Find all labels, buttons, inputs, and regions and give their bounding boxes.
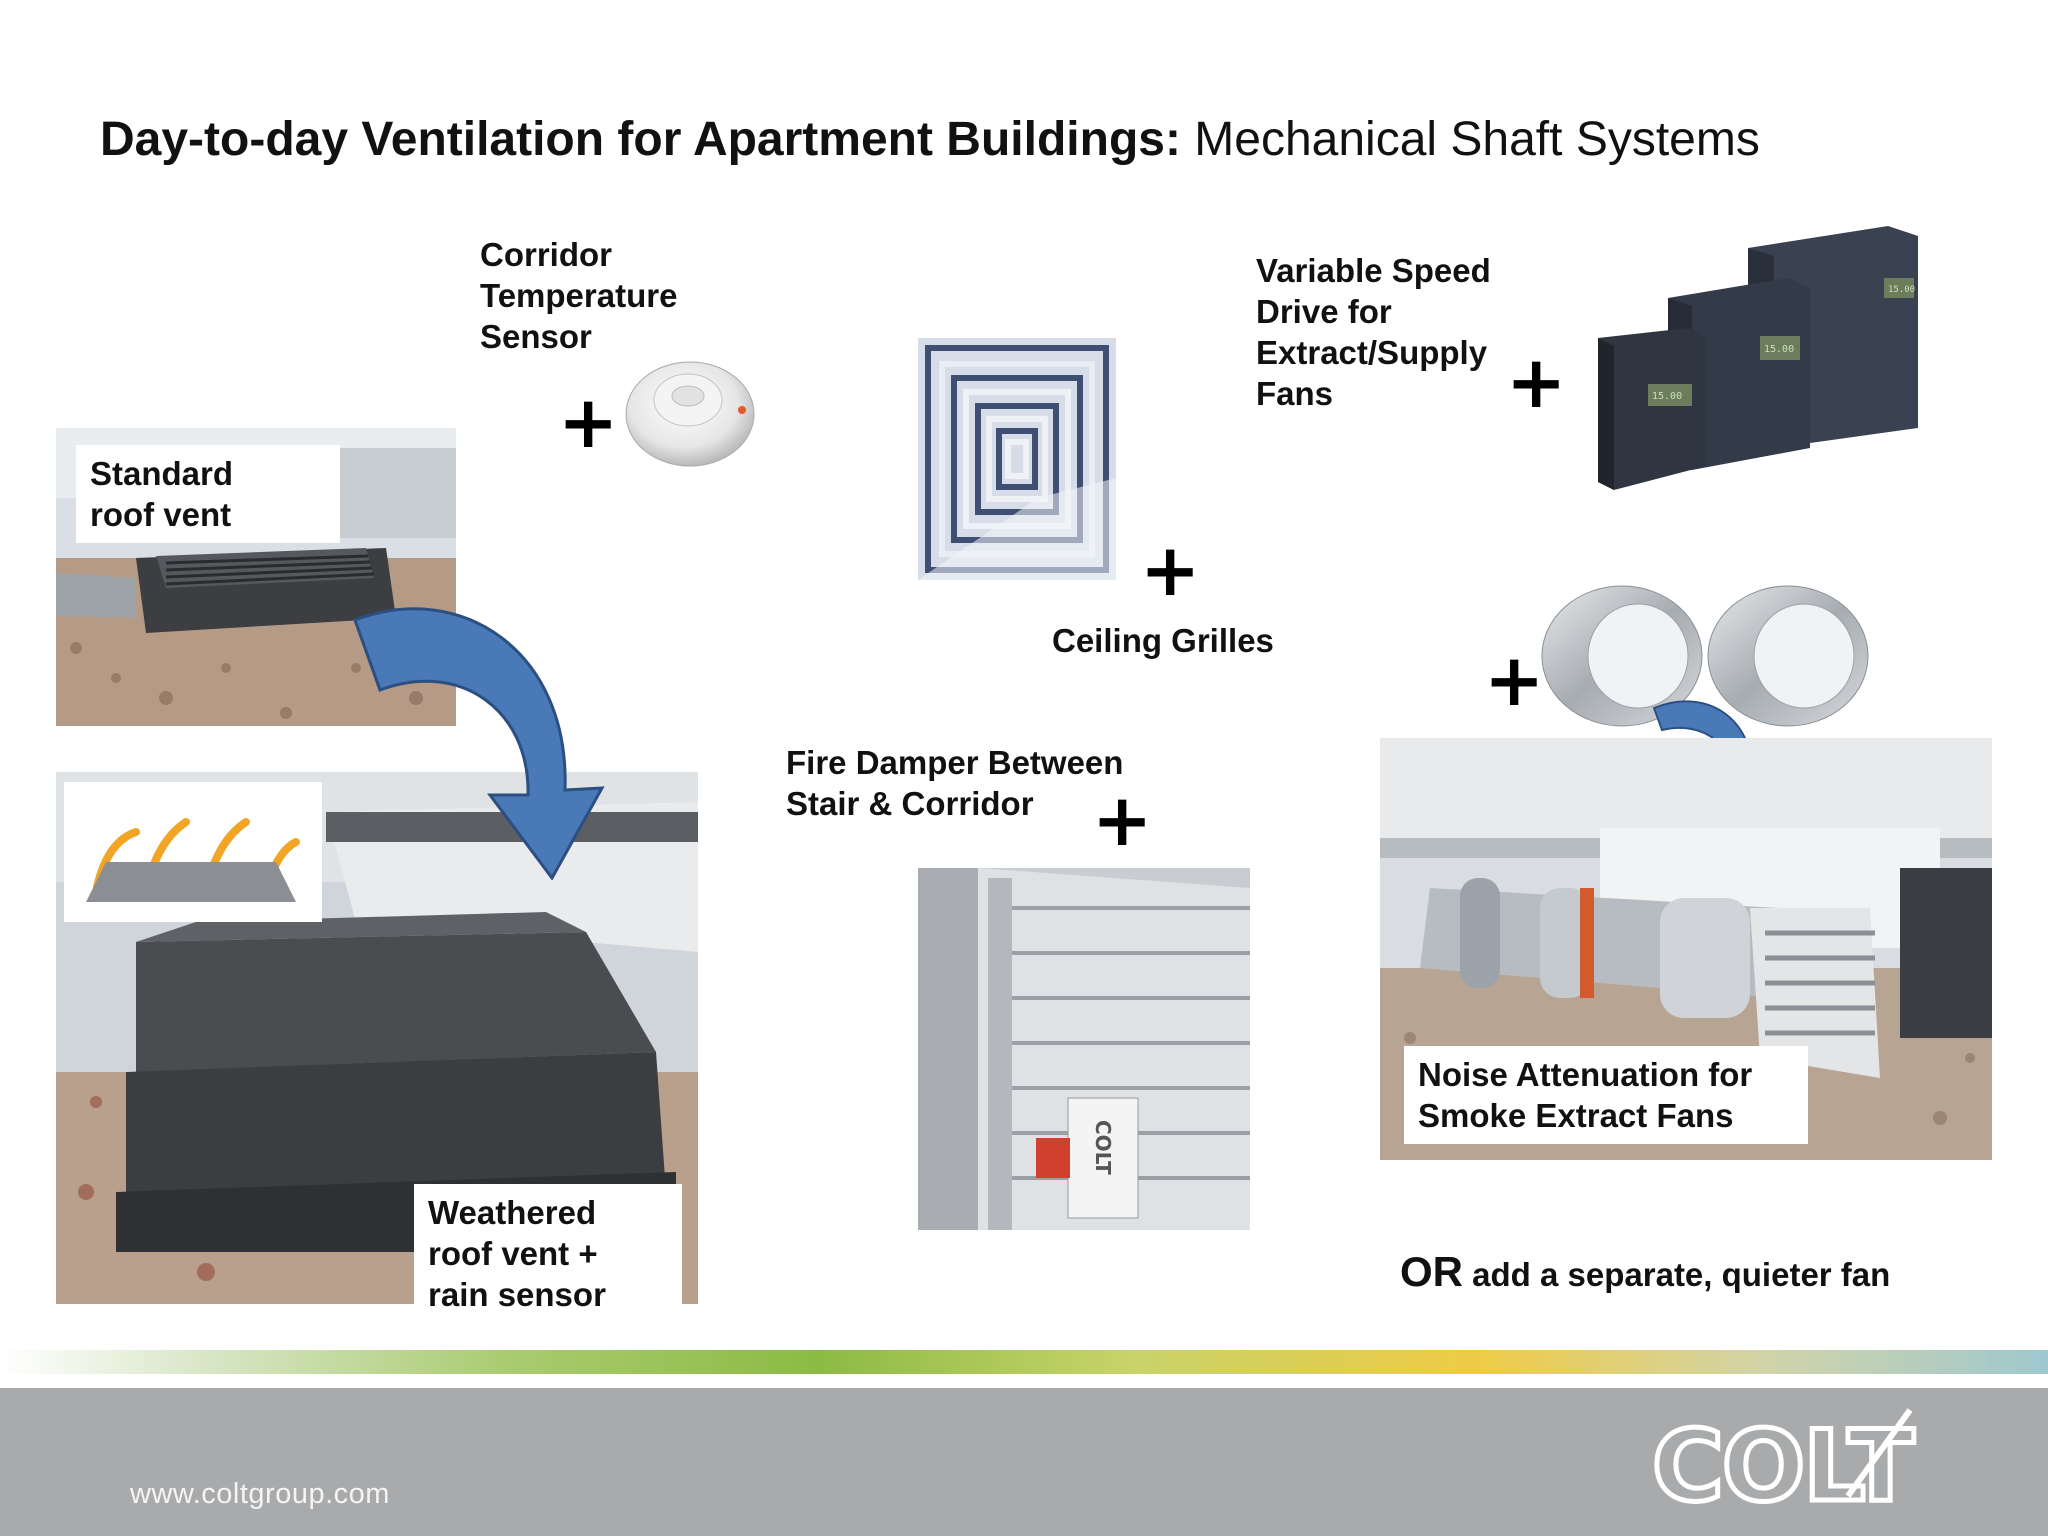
weathered-vent-label: Weathered roof vent + rain sensor bbox=[414, 1184, 682, 1323]
corridor-sensor-label: Corridor Temperature Sensor bbox=[480, 236, 678, 355]
title-regular: Mechanical Shaft Systems bbox=[1180, 113, 1760, 166]
drive-display-large: 15.00 bbox=[1888, 285, 1915, 295]
plus-sign: + bbox=[1506, 340, 1567, 424]
standard-vent-label: Standard roof vent bbox=[76, 445, 340, 543]
damper-brand-logo: COLT bbox=[1091, 1120, 1115, 1175]
drive-display-medium: 15.00 bbox=[1764, 344, 1794, 355]
fire-damper-label: Fire Damper Between Stair & Corridor bbox=[786, 744, 1124, 822]
or-rest: add a separate, quieter fan bbox=[1463, 1256, 1891, 1293]
plus-sign: + bbox=[558, 380, 619, 464]
ceiling-grille-image bbox=[918, 338, 1116, 580]
curved-arrow-icon bbox=[353, 607, 605, 880]
drive-display-small: 15.00 bbox=[1652, 391, 1682, 402]
weathered-roof-vent-photo bbox=[56, 772, 698, 1304]
title-bold: Day-to-day Ventilation for Apartment Bui… bbox=[100, 113, 1181, 166]
temperature-sensor-image bbox=[625, 361, 755, 467]
fire-damper-image: COLT bbox=[918, 868, 1250, 1230]
plus-sign: + bbox=[1092, 778, 1153, 862]
footer-stripe bbox=[0, 1350, 2048, 1374]
variable-speed-label: Variable Speed Drive for Extract/Supply … bbox=[1256, 252, 1491, 412]
page-title: Day-to-day Ventilation for Apartment Bui… bbox=[100, 112, 1760, 167]
colt-logo: COLT bbox=[1650, 1408, 1919, 1515]
or-word: OR bbox=[1400, 1248, 1463, 1295]
variable-speed-drives-image: 15.00 15.00 15.00 bbox=[1598, 226, 1918, 490]
plus-sign: + bbox=[1484, 638, 1545, 722]
footer-url[interactable]: www.coltgroup.com bbox=[130, 1478, 390, 1510]
silencer-cylinders-image bbox=[1541, 585, 1869, 727]
noise-attenuation-label: Noise Attenuation for Smoke Extract Fans bbox=[1404, 1046, 1808, 1144]
footer-bar bbox=[0, 1388, 2048, 1536]
or-note: OR add a separate, quieter fan bbox=[1400, 1248, 1890, 1296]
plus-sign: + bbox=[1140, 528, 1201, 612]
ceiling-grilles-label: Ceiling Grilles bbox=[1052, 622, 1274, 659]
